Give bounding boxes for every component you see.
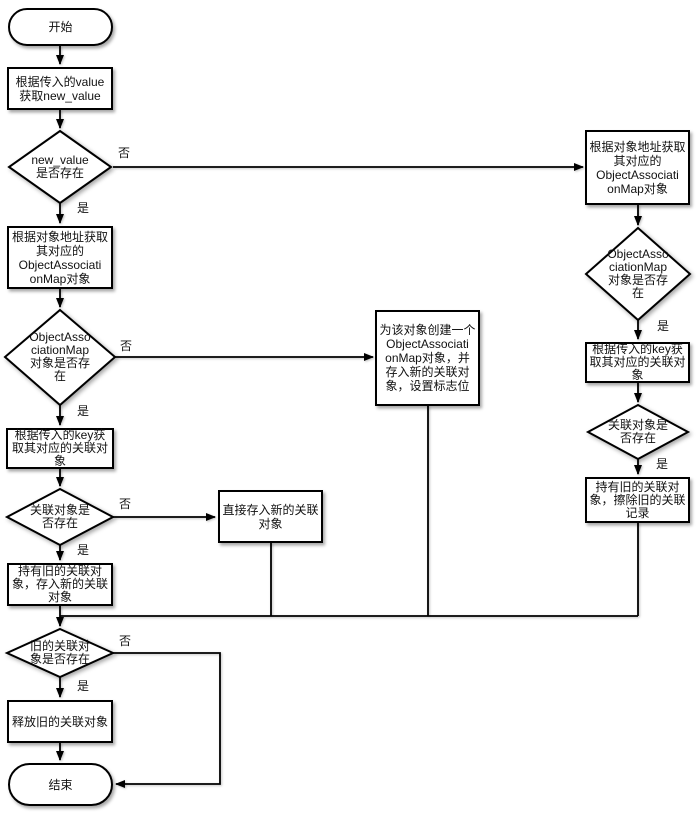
terminal-end: 结束 xyxy=(8,763,113,806)
process-release-old: 释放旧的关联对象 xyxy=(7,700,113,743)
edge-label-yes-map-left: 是 xyxy=(77,404,90,418)
process-store-new-direct: 直接存入新的关联 对象 xyxy=(218,490,323,543)
decision-diamond-new-value xyxy=(7,129,113,205)
edge-label-yes-map-right: 是 xyxy=(657,319,670,333)
edge-label-no-map-left: 否 xyxy=(120,339,133,353)
process-get-map-right: 根据对象地址获取 其对应的 ObjectAssociati onMap对象 xyxy=(585,130,690,205)
edge-label-no-assoc-left: 否 xyxy=(119,497,132,511)
decision-diamond-old-exists xyxy=(4,627,116,679)
decision-diamond-assoc-left xyxy=(4,487,116,547)
decision-diamond-assoc-right xyxy=(585,403,691,461)
edge-label-yes-assoc-left: 是 xyxy=(77,543,90,557)
edge-label-yes-old-exists: 是 xyxy=(77,679,90,693)
terminal-start: 开始 xyxy=(8,8,113,46)
process-get-assoc-left: 根据传入的key获 取其对应的关联对 象 xyxy=(6,428,114,469)
edge-label-yes-assoc-right: 是 xyxy=(656,457,669,471)
edge-label-no-old-exists: 否 xyxy=(119,634,132,648)
process-get-map-left: 根据对象地址获取 其对应的 ObjectAssociati onMap对象 xyxy=(7,226,113,289)
decision-shapes xyxy=(3,129,692,679)
decision-diamond-map-left xyxy=(3,308,117,407)
edge-label-yes-new-value: 是 xyxy=(77,201,90,215)
edge-label-no-new-value: 否 xyxy=(118,146,131,160)
process-get-assoc-right: 根据传入的key获 取其对应的关联对 象 xyxy=(585,342,690,383)
process-get-new-value: 根据传入的value 获取new_value xyxy=(7,67,113,110)
process-create-map: 为该对象创建一个 ObjectAssociati onMap对象，并 存入新的关… xyxy=(375,310,480,406)
decision-diamond-map-right xyxy=(584,226,692,322)
process-hold-old-store-new: 持有旧的关联对 象，存入新的关联 对象 xyxy=(7,563,113,606)
process-hold-old-erase: 持有旧的关联对 象，擦除旧的关联 记录 xyxy=(585,477,690,523)
connector-lines xyxy=(56,46,642,788)
